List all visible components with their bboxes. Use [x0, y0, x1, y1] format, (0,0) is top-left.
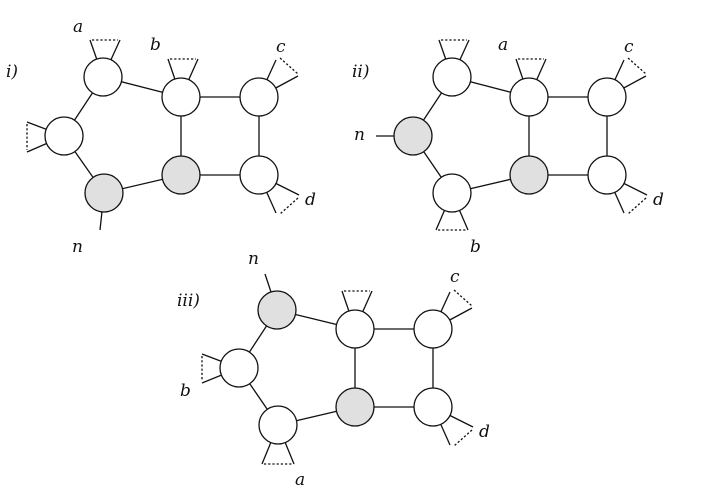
diagram-ii-label: ii)	[352, 62, 370, 82]
leg-label-a: a	[498, 35, 508, 55]
diagram-ii-vertices	[393, 57, 627, 213]
vertex-white	[239, 77, 279, 117]
vertex-shaded	[84, 173, 124, 213]
vertex-shaded	[335, 387, 375, 427]
leg-label-b: b	[470, 237, 481, 257]
leg-label-n: n	[354, 125, 365, 145]
leg-label-c: c	[276, 37, 286, 57]
leg-label-c: c	[624, 37, 634, 57]
leg-label-d: d	[479, 422, 490, 442]
leg-label-a: a	[295, 470, 305, 490]
leg-label-b: b	[180, 381, 191, 401]
leg-label-d: d	[653, 190, 664, 210]
leg-label-n: n	[72, 237, 83, 257]
vertex-white	[161, 77, 201, 117]
diagram-ii: ii)	[352, 35, 664, 257]
vertex-white	[44, 116, 84, 156]
vertex-white	[509, 77, 549, 117]
vertex-shaded	[257, 290, 297, 330]
leg-label-c: c	[450, 267, 460, 287]
diagram-iii-vertices	[219, 290, 453, 445]
vertex-shaded	[509, 155, 549, 195]
diagram-i-leg-labels: a b c d n	[72, 17, 316, 257]
vertex-shaded	[161, 155, 201, 195]
diagram-i-vertices	[44, 57, 279, 213]
vertex-shaded	[393, 116, 433, 156]
vertex-white	[335, 309, 375, 349]
diagram-i: i)	[6, 17, 316, 257]
leg-label-d: d	[305, 190, 316, 210]
diagram-ii-leg-labels: a c n d b	[354, 35, 664, 257]
vertex-white	[413, 309, 453, 349]
vertex-white	[587, 77, 627, 117]
vertex-white	[258, 405, 298, 445]
vertex-white	[219, 348, 259, 388]
vertex-white	[83, 57, 123, 97]
leg-label-a: a	[73, 17, 83, 37]
diagram-iii: iii)	[177, 249, 490, 490]
vertex-white	[239, 155, 279, 195]
vertex-white	[432, 173, 472, 213]
vertex-white	[413, 387, 453, 427]
diagram-iii-label: iii)	[177, 291, 200, 311]
vertex-white	[587, 155, 627, 195]
leg-label-b: b	[150, 35, 161, 55]
diagram-i-label: i)	[6, 62, 18, 82]
leg-label-n: n	[248, 249, 259, 269]
vertex-white	[432, 57, 472, 97]
diagram-iii-leg-labels: n c b d a	[180, 249, 490, 490]
